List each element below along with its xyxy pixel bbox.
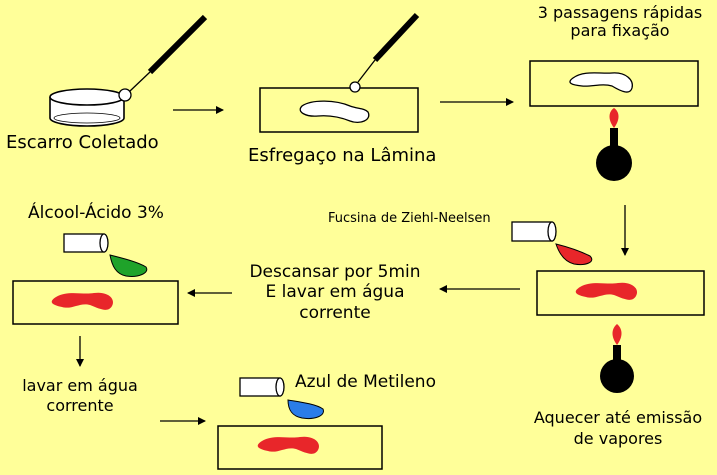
- label-heat: Aquecer até emissão de vapores: [522, 408, 714, 450]
- methylene-blue-bottle-icon: [239, 377, 324, 419]
- slide-fuchsin-icon: [536, 270, 705, 316]
- label-acid-alcohol: Álcool-Ácido 3%: [28, 203, 164, 223]
- label-fixation-line2: para fixação: [570, 21, 670, 41]
- label-fixation: 3 passagens rápidas para fixação: [515, 3, 717, 41]
- label-wash-water: lavar em água corrente: [10, 376, 150, 416]
- label-fixation-line1: 3 passagens rápidas: [537, 3, 703, 22]
- slide-fixation-icon: [529, 60, 699, 107]
- label-heat-line2: de vapores: [573, 428, 663, 448]
- acid-alcohol-bottle-icon: [63, 233, 148, 277]
- bunsen-burner-icon: [596, 108, 632, 181]
- label-sputum: Escarro Coletado: [6, 132, 159, 153]
- label-rest-line2: E lavar em água: [265, 282, 405, 303]
- label-rest-wash: Descansar por 5min E lavar em água corre…: [225, 262, 445, 323]
- label-wash-line2: corrente: [46, 396, 114, 415]
- slide-decolorized-icon: [12, 280, 179, 325]
- slide-counterstain-icon: [217, 425, 383, 470]
- label-heat-line1: Aquecer até emissão: [533, 408, 703, 427]
- inoculating-loop-icon: [118, 14, 208, 102]
- fuchsin-bottle-icon: [511, 221, 593, 265]
- label-smear: Esfregaço na Lâmina: [248, 145, 437, 166]
- sputum-dish-icon: [49, 88, 125, 127]
- bunsen-burner-icon: [600, 324, 634, 393]
- label-fuchsin: Fucsina de Ziehl-Neelsen: [328, 211, 491, 226]
- label-rest-line3: corrente: [299, 302, 371, 323]
- inoculating-loop-icon: [349, 12, 420, 93]
- slide-smear-icon: [259, 87, 419, 133]
- label-methylene-blue: Azul de Metileno: [295, 372, 436, 392]
- label-wash-line1: lavar em água: [22, 376, 138, 395]
- label-rest-line1: Descansar por 5min: [249, 262, 421, 282]
